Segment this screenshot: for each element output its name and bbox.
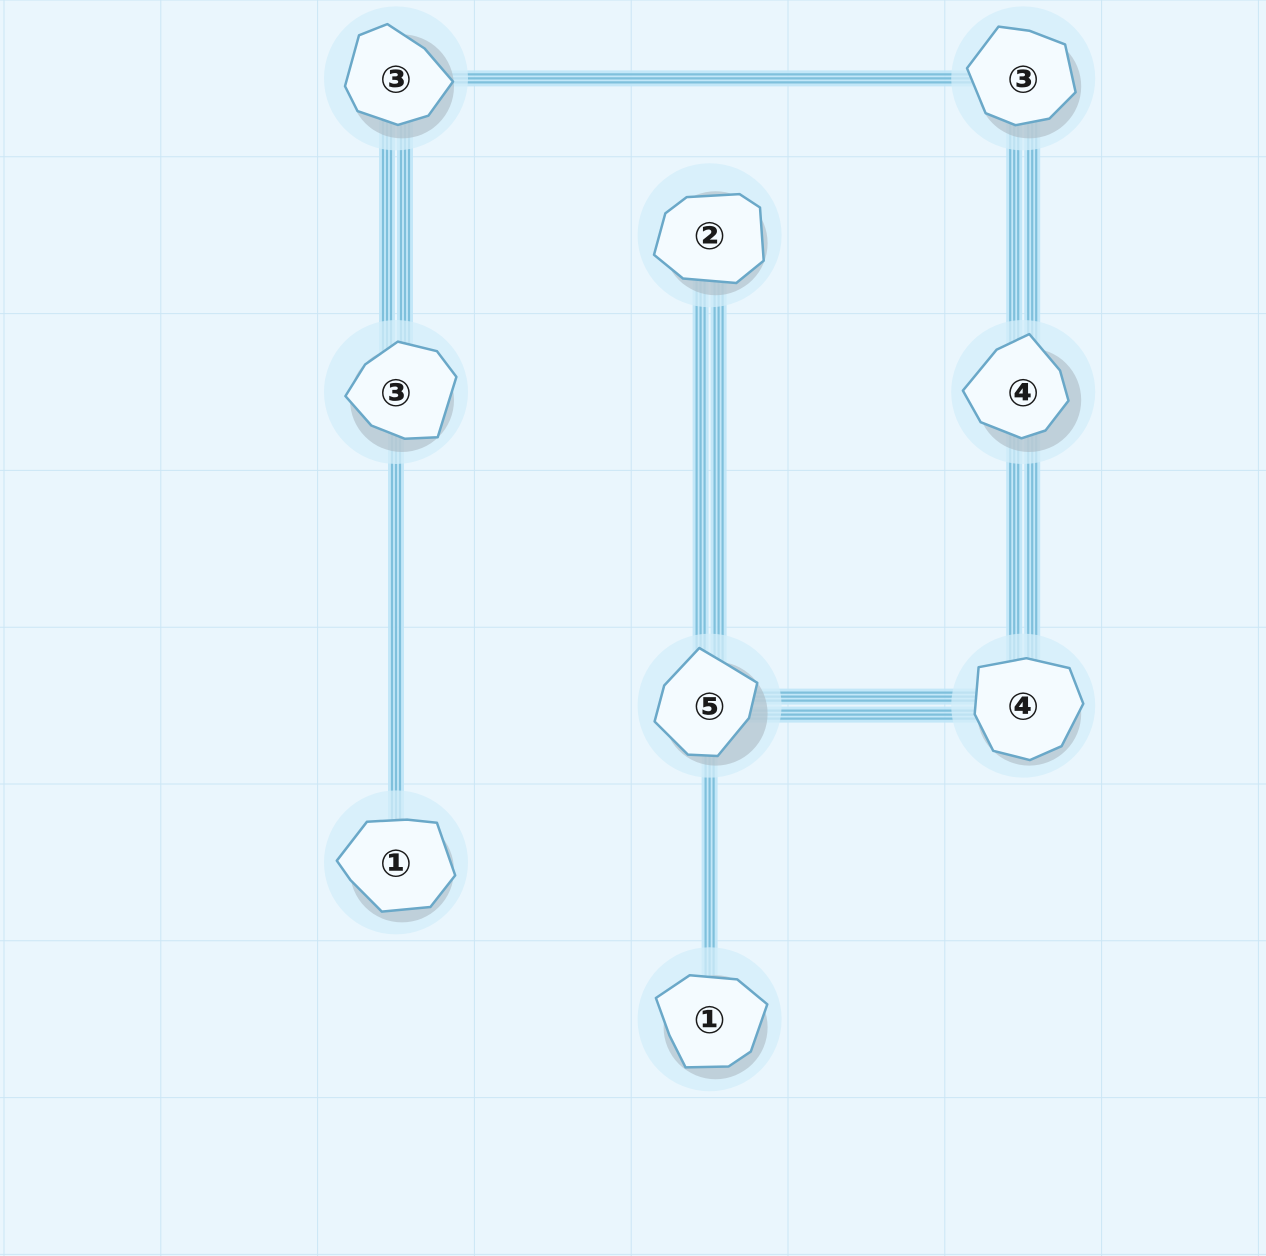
island-number: ① bbox=[694, 998, 726, 1042]
island-number: ① bbox=[380, 841, 412, 885]
island-number: ④ bbox=[1007, 685, 1039, 729]
island-number: ③ bbox=[380, 371, 412, 415]
island-d[interactable]: ③ bbox=[324, 320, 468, 464]
island-i[interactable]: ① bbox=[638, 947, 782, 1091]
island-h[interactable]: ① bbox=[324, 790, 468, 934]
island-a[interactable]: ③ bbox=[324, 6, 468, 150]
island-f[interactable]: ⑤ bbox=[638, 634, 782, 778]
island-b[interactable]: ③ bbox=[951, 6, 1095, 150]
island-number: ③ bbox=[1007, 57, 1039, 101]
island-c[interactable]: ② bbox=[638, 163, 782, 307]
island-e[interactable]: ④ bbox=[951, 320, 1095, 464]
island-number: ④ bbox=[1007, 371, 1039, 415]
island-number: ③ bbox=[380, 57, 412, 101]
bridge-a-b[interactable] bbox=[396, 74, 1023, 82]
island-number: ② bbox=[694, 214, 726, 258]
island-g[interactable]: ④ bbox=[951, 634, 1095, 778]
island-number: ⑤ bbox=[694, 685, 726, 729]
